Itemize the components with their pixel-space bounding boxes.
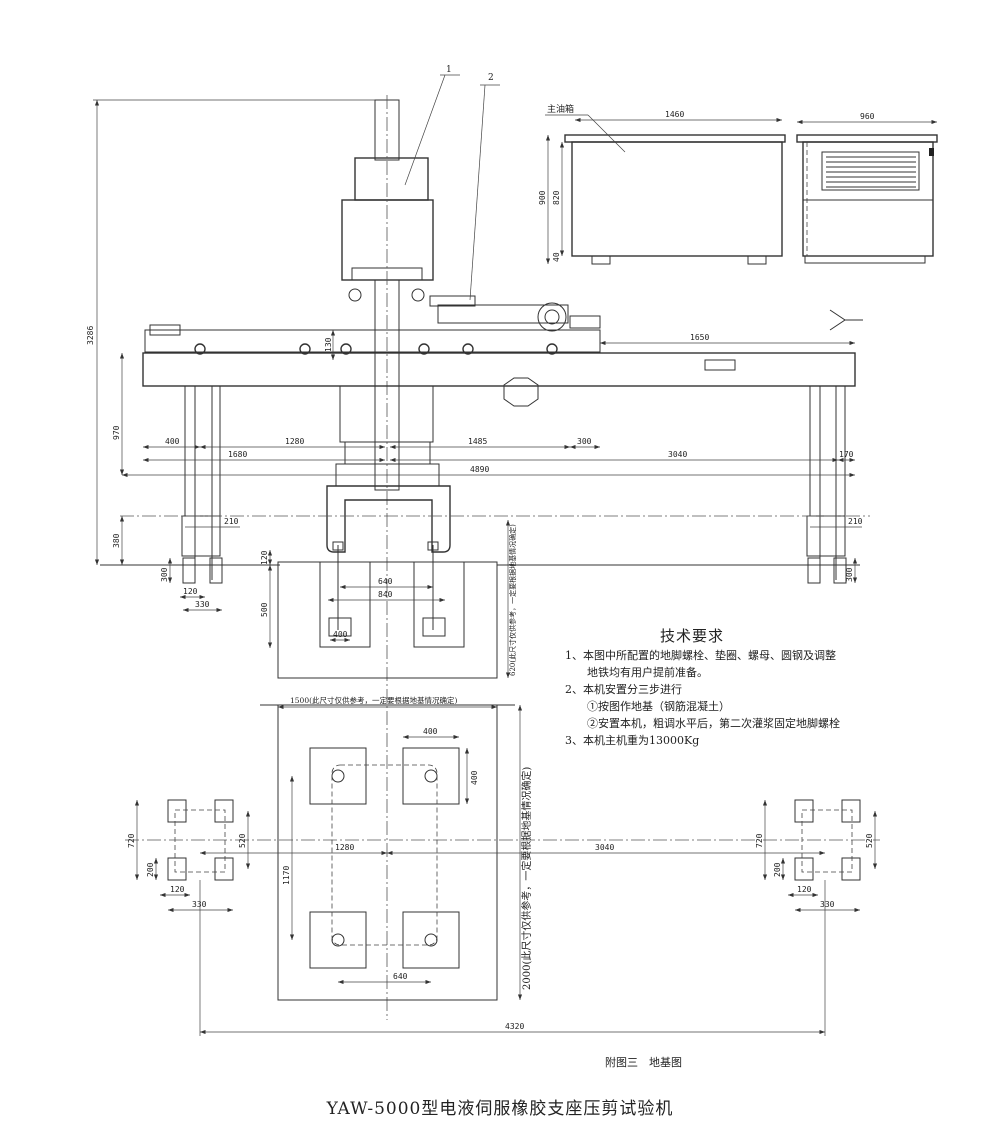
cylinder <box>354 157 429 201</box>
dim-plan-1280: 1280 <box>335 843 354 852</box>
dim-200-right: 200 <box>773 862 782 877</box>
dim-40: 40 <box>552 252 561 262</box>
base-frame <box>326 485 451 553</box>
dim-300-pit: 300 <box>160 567 169 582</box>
valve-icon <box>503 377 539 407</box>
main-beam <box>142 352 856 387</box>
dim-120-base: 120 <box>260 550 269 565</box>
anchor-pocket <box>309 747 460 969</box>
requirement-line: 2、本机安置分三步进行 <box>565 683 682 696</box>
actuator-2 <box>437 304 569 324</box>
dim-3286: 3286 <box>86 326 95 345</box>
gauge-icon <box>348 288 362 302</box>
gauge-icon <box>411 288 425 302</box>
requirement-line: 1、本图中所配置的地脚螺栓、垫圈、螺母、圆钢及调整 <box>565 649 836 662</box>
dim-plan-3040: 3040 <box>595 843 614 852</box>
dim-820: 820 <box>552 190 561 205</box>
dim-380: 380 <box>112 533 121 548</box>
dim-1280: 1280 <box>285 437 304 446</box>
dim-200-left: 200 <box>146 862 155 877</box>
left-pads <box>167 799 234 881</box>
dim-120-left: 120 <box>170 885 185 894</box>
dim-960: 960 <box>860 112 875 121</box>
dim-plan-400-v: 400 <box>470 770 479 785</box>
handwheel-icon <box>829 309 863 331</box>
right-pads <box>794 799 861 881</box>
dim-900: 900 <box>538 190 547 205</box>
requirement-line: 地铁均有用户提前准备。 <box>565 666 708 679</box>
dim-400-pocket: 400 <box>333 630 348 639</box>
requirement-line: ②安置本机，粗调水平后，第二次灌浆固定地脚螺栓 <box>565 717 840 730</box>
dim-330: 330 <box>195 600 210 609</box>
dim-520-left: 520 <box>238 833 247 848</box>
callout-1: 1 <box>446 65 452 75</box>
requirement-line: 3、本机主机重为13000Kg <box>565 734 700 747</box>
dim-4320: 4320 <box>505 1022 524 1031</box>
dim-170: 170 <box>839 450 854 459</box>
dim-plan-400: 400 <box>423 727 438 736</box>
callout-2: 2 <box>488 73 494 83</box>
dim-330-left: 330 <box>192 900 207 909</box>
dim-1170: 1170 <box>282 866 291 885</box>
dim-130: 130 <box>324 337 333 352</box>
dim-720-right: 720 <box>755 833 764 848</box>
dim-640: 640 <box>378 577 393 586</box>
left-support <box>181 385 223 584</box>
dim-840: 840 <box>378 590 393 599</box>
vent-grille <box>821 151 920 191</box>
dim-210-left: 210 <box>224 517 239 526</box>
dim-300: 300 <box>577 437 592 446</box>
dim-1460: 1460 <box>665 110 684 119</box>
dim-720-left: 720 <box>127 833 136 848</box>
requirements-heading: 技术要求 <box>660 627 725 645</box>
dim-3040: 3040 <box>668 450 687 459</box>
dim-4890: 4890 <box>470 465 489 474</box>
dim-500: 500 <box>260 602 269 617</box>
technical-requirements: 技术要求 1、本图中所配置的地脚螺栓、垫圈、螺母、圆钢及调整 地铁均有用户提前准… <box>565 628 840 749</box>
dim-1680: 1680 <box>228 450 247 459</box>
dim-120: 120 <box>183 587 198 596</box>
foundation-section <box>277 541 498 679</box>
dim-620-note: 620(此尺寸仅供参考，一定要根据地基情况确定) <box>508 524 517 676</box>
dim-1500-note: 1500(此尺寸仅供参考，一定要根据地基情况确定) <box>290 695 458 705</box>
dim-2000-note: 2000(此尺寸仅供参考，一定要根据地基情况确定) <box>520 767 533 990</box>
foundation-plan <box>125 704 880 1001</box>
dim-300-pit-right: 300 <box>845 567 854 582</box>
dim-520-right: 520 <box>865 833 874 848</box>
dim-120-right: 120 <box>797 885 812 894</box>
dimensions: 3286 1460 960 900 820 40 130 1650 970 40… <box>86 99 937 1036</box>
right-support <box>806 385 847 584</box>
dim-1650: 1650 <box>690 333 709 342</box>
dim-970: 970 <box>112 425 121 440</box>
requirement-line: ①按图作地基（钢筋混凝土） <box>565 700 730 713</box>
drawing-title: YAW-5000型电液伺服橡胶支座压剪试验机 <box>326 1099 674 1119</box>
dim-400: 400 <box>165 437 180 446</box>
tank-label: 主油箱 <box>547 103 574 115</box>
dim-1485: 1485 <box>468 437 487 446</box>
dim-330-right: 330 <box>820 900 835 909</box>
dim-210-right: 210 <box>848 517 863 526</box>
oil-tank: 主油箱 <box>545 103 938 265</box>
top-rail <box>144 329 601 353</box>
dim-plan-640: 640 <box>393 972 408 981</box>
rollers <box>194 343 558 355</box>
figure-caption: 附图三 地基图 <box>605 1056 682 1069</box>
